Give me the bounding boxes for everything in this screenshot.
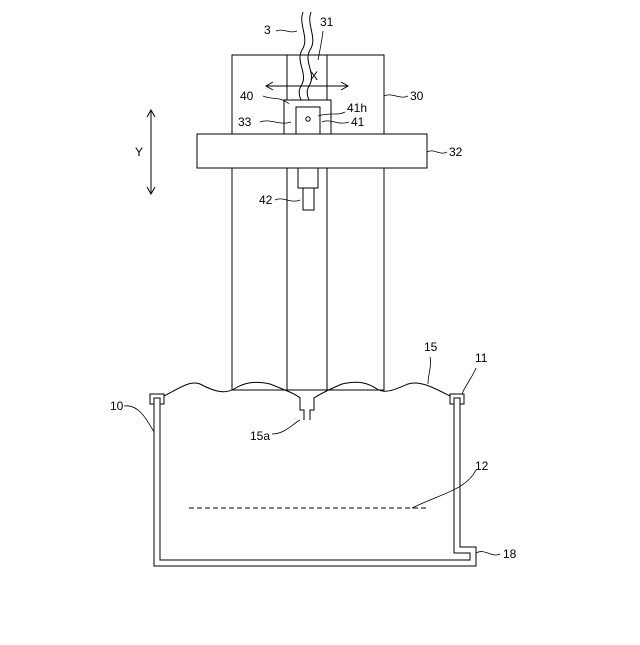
cable-3-right [307,12,313,112]
leader-32 [427,151,447,153]
label-3: 3 [264,23,271,37]
tank-inner-wall [160,404,470,560]
probe-42-body [298,168,318,188]
label-15a: 15a [250,429,270,443]
hole-41h [306,117,310,121]
label-30: 30 [410,89,424,103]
cable-3-left [299,12,305,112]
label-41: 41 [351,115,365,129]
probe-42-tip [303,188,314,210]
plate-32 [197,134,427,168]
label-10: 10 [110,399,124,413]
rim-11-left [150,394,164,404]
membrane-15-left [164,382,304,420]
label-15: 15 [424,340,438,354]
label-32: 32 [449,145,463,159]
label-41h: 41h [347,101,367,115]
leader-12 [412,470,476,508]
leader-3 [276,30,297,32]
membrane-15-right [310,382,450,420]
label-42: 42 [259,193,273,207]
leader-15a [272,420,300,434]
rim-11-right [450,394,464,404]
label-33: 33 [238,115,252,129]
leader-15 [428,357,431,384]
label-11: 11 [475,351,488,365]
leader-30 [384,95,408,97]
label-40: 40 [240,89,254,103]
leader-11 [462,368,476,394]
label-18: 18 [503,547,517,561]
tank-outer-wall [154,404,476,566]
label-31: 31 [320,15,334,29]
label-y: Y [135,145,143,159]
leader-18 [476,552,500,555]
leader-31 [318,31,323,60]
label-12: 12 [475,459,489,473]
leader-10 [124,406,154,432]
label-x: X [310,69,318,83]
